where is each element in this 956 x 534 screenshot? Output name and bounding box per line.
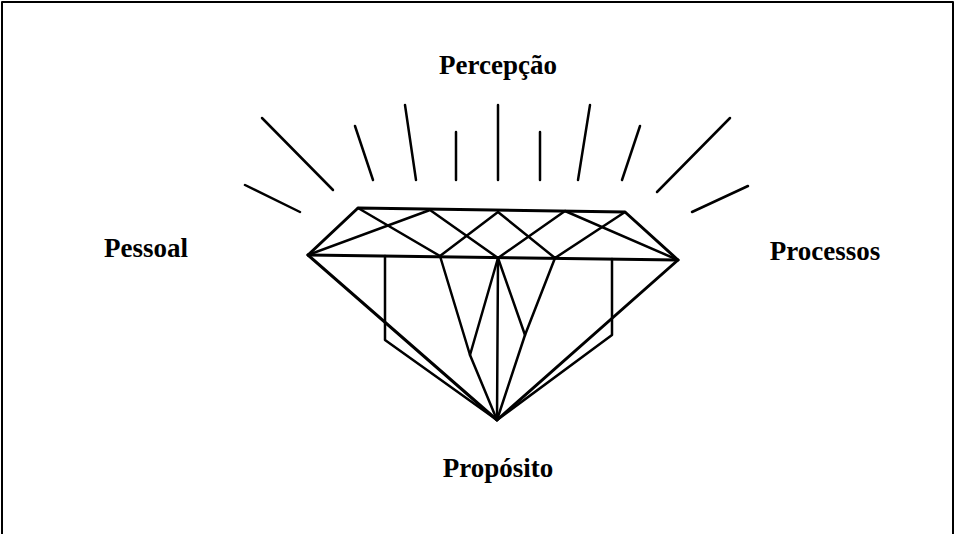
facet-label: Percepção xyxy=(439,51,557,81)
pavilion-facet xyxy=(497,335,525,420)
ray xyxy=(578,105,590,180)
facet-label: Propósito xyxy=(443,454,554,484)
ray xyxy=(455,132,458,180)
ray xyxy=(355,126,373,180)
ray xyxy=(692,186,748,212)
ray xyxy=(497,105,500,180)
facet-label: Pessoal xyxy=(104,234,188,264)
pavilion-facet xyxy=(497,258,498,420)
ray xyxy=(262,118,333,190)
crown-facet xyxy=(308,210,678,260)
pavilion-facet xyxy=(470,355,497,420)
facet-label: Processos xyxy=(770,237,880,267)
crown-facet xyxy=(358,208,625,258)
ray xyxy=(245,185,300,212)
pavilion-facet xyxy=(497,259,612,420)
light-rays xyxy=(245,105,748,212)
ray xyxy=(405,105,416,180)
ray xyxy=(657,118,730,192)
ray xyxy=(539,132,542,180)
pavilion-facet xyxy=(385,256,497,420)
diamond-outline xyxy=(308,208,678,420)
ray xyxy=(622,126,640,180)
diamond xyxy=(308,208,678,420)
